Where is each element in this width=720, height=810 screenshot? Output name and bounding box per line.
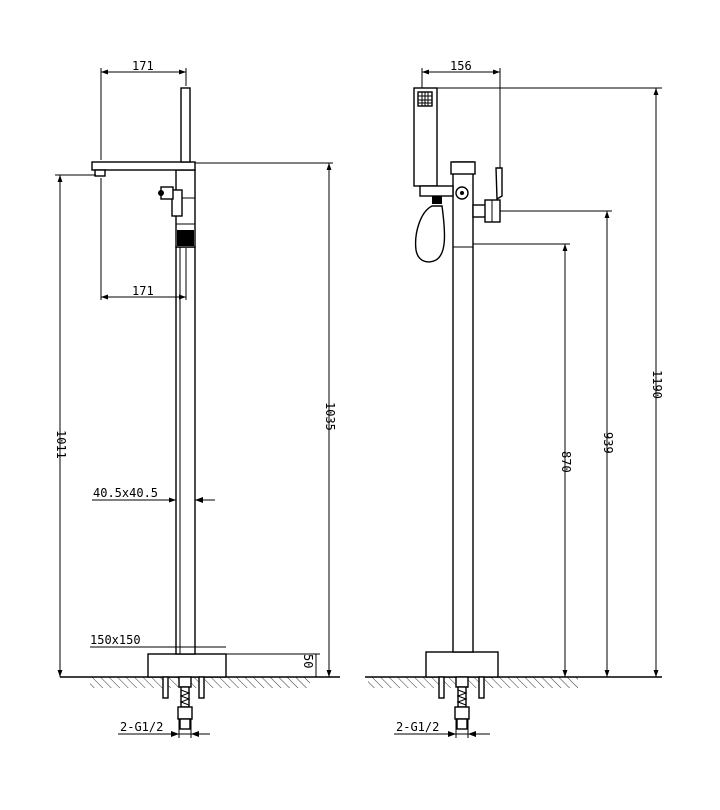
front-dim-inlet: 2-G1/2 [120, 720, 163, 734]
side-floor-hatch [368, 677, 578, 688]
front-knob-cap [158, 190, 164, 196]
front-view: 171 171 1011 1035 40.5x40.5 150x150 50 2 [54, 59, 340, 738]
front-dim-1011: 1011 [54, 430, 68, 459]
front-mixer-cartridge [177, 230, 194, 246]
front-dim-base-size: 150x150 [90, 633, 141, 647]
side-inlet-pipes [438, 676, 485, 730]
front-dim-1035: 1035 [323, 402, 337, 431]
front-hand-shower [180, 87, 191, 163]
side-dim-870: 870 [559, 451, 573, 473]
side-mixer-top [450, 161, 476, 175]
front-dim-column-section: 40.5x40.5 [93, 486, 158, 500]
side-lever-handle [495, 167, 503, 201]
front-dim-171-top: 171 [132, 59, 154, 73]
side-dim-1190: 1190 [650, 370, 664, 399]
side-shower-grid [418, 92, 432, 106]
front-column [175, 246, 196, 655]
side-hose-loop [414, 205, 446, 263]
front-spout [91, 161, 196, 171]
side-dim-inlet: 2-G1/2 [396, 720, 439, 734]
side-shower-holder [419, 185, 454, 197]
side-hose-nut [432, 196, 442, 204]
side-dim-939: 939 [601, 432, 615, 454]
side-dim-156: 156 [450, 59, 472, 73]
side-column [452, 161, 474, 653]
front-handset-cradle [171, 189, 183, 217]
front-spout-outlet [94, 169, 106, 177]
front-dim-171-bottom: 171 [132, 284, 154, 298]
side-view: 156 1190 939 870 2-G1/2 [365, 59, 664, 738]
front-base [147, 653, 227, 678]
front-dim-50: 50 [301, 654, 315, 668]
side-base [425, 651, 499, 678]
front-inlet-pipes [162, 676, 205, 730]
